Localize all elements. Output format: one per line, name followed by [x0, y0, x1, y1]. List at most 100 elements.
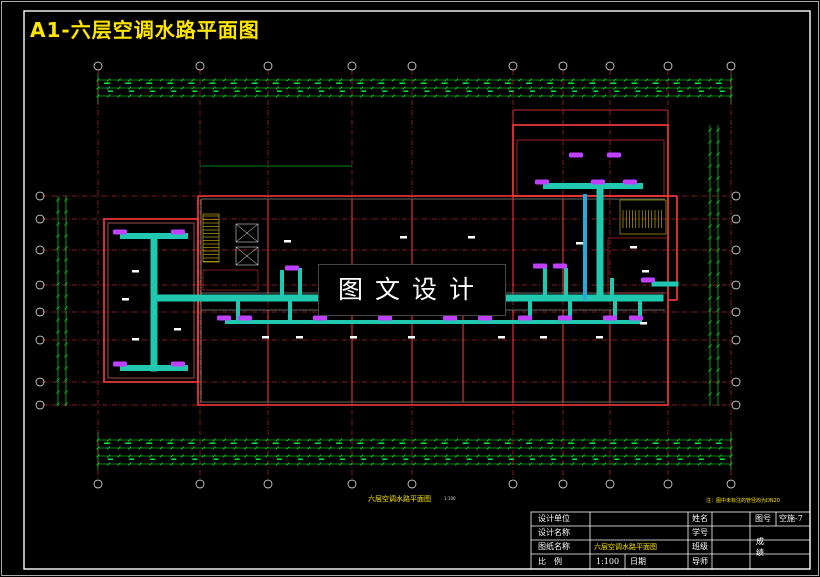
- dim-tick: [518, 94, 522, 98]
- dim-tick: [549, 86, 554, 90]
- dim-tick: [507, 462, 512, 466]
- tb-name-label: 姓名: [692, 514, 708, 523]
- dim-tick: [56, 366, 60, 370]
- dim-tick: [106, 86, 111, 90]
- dim-tick: [64, 198, 68, 202]
- dim-tick: [465, 78, 469, 82]
- dim-number-mark: [276, 458, 282, 460]
- dim-tick: [296, 78, 301, 82]
- pipe-label-mark: [596, 336, 603, 339]
- dim-tick: [687, 86, 691, 90]
- dim-tick: [307, 462, 311, 466]
- dim-number-mark: [403, 458, 409, 460]
- dim-tick: [117, 462, 121, 466]
- dim-tick: [644, 454, 649, 458]
- dim-tick: [433, 438, 438, 442]
- dim-number-mark: [209, 442, 216, 444]
- stairs-right: [607, 199, 669, 294]
- dim-tick: [708, 368, 712, 372]
- dim-number-mark: [125, 82, 132, 84]
- dim-tick: [708, 260, 712, 264]
- axis-bubble-right: [731, 280, 741, 290]
- dim-tick: [370, 94, 375, 98]
- dim-tick: [391, 454, 396, 458]
- axis-bubble-bottom: [508, 479, 518, 489]
- side-dimension-ticks: [56, 128, 720, 406]
- dim-number-mark: [420, 82, 427, 84]
- fan-coil-unit: [113, 229, 127, 235]
- dim-number-mark: [293, 82, 300, 84]
- pipe-label-mark: [498, 336, 505, 339]
- dim-tick: [676, 78, 680, 82]
- dim-tick: [423, 438, 427, 442]
- dim-tick: [265, 438, 269, 442]
- dim-tick: [117, 446, 121, 450]
- fan-coil-unit: [313, 315, 327, 321]
- dim-tick: [222, 446, 227, 450]
- dim-number-mark: [255, 90, 261, 92]
- dim-tick: [718, 454, 723, 458]
- dim-tick: [708, 344, 712, 348]
- pipe-label-mark: [540, 336, 547, 339]
- dim-number-mark: [466, 90, 472, 92]
- dim-tick: [275, 94, 280, 98]
- dim-tick: [64, 306, 68, 310]
- dim-number-mark: [361, 90, 367, 92]
- stairs-right-treads: [622, 210, 662, 228]
- axis-bubble-bottom: [347, 479, 357, 489]
- dim-tick: [665, 462, 670, 466]
- fan-coil-unit: [553, 263, 567, 269]
- dim-tick: [708, 128, 712, 132]
- dim-tick: [286, 454, 290, 458]
- dim-tick: [286, 446, 290, 450]
- dim-tick: [716, 164, 720, 168]
- dim-tick: [106, 94, 111, 98]
- dim-tick: [571, 462, 575, 466]
- dim-number-mark: [698, 90, 704, 92]
- axis-bubble-left: [35, 400, 45, 410]
- dim-tick: [149, 78, 153, 82]
- dim-tick: [497, 454, 501, 458]
- dim-tick: [149, 94, 153, 98]
- dim-tick: [170, 438, 174, 442]
- fan-coil-unit: [629, 315, 643, 321]
- dim-tick: [412, 94, 417, 98]
- dim-tick: [212, 454, 216, 458]
- dim-tick: [402, 78, 406, 82]
- dim-tick: [180, 462, 185, 466]
- dim-tick: [381, 78, 385, 82]
- dim-tick: [191, 454, 195, 458]
- dim-tick: [476, 462, 480, 466]
- tb-sheet-no-label: 图号: [755, 514, 771, 523]
- dim-tick: [222, 86, 227, 90]
- dim-tick: [328, 78, 332, 82]
- dim-tick: [592, 454, 596, 458]
- dim-tick: [423, 454, 427, 458]
- dim-number-mark: [150, 458, 156, 460]
- dim-tick: [317, 446, 322, 450]
- dim-tick: [117, 86, 121, 90]
- dim-tick: [602, 462, 607, 466]
- dim-number-mark: [694, 82, 701, 84]
- dim-number-mark: [656, 458, 662, 460]
- dim-tick: [212, 86, 216, 90]
- dim-number-mark: [129, 90, 135, 92]
- dim-tick: [444, 78, 448, 82]
- dim-tick: [159, 86, 164, 90]
- dim-tick: [716, 380, 720, 384]
- dim-tick: [708, 446, 712, 450]
- dim-number-mark: [255, 458, 261, 460]
- dim-tick: [275, 438, 280, 442]
- dim-number-mark: [382, 458, 388, 460]
- dim-tick: [687, 462, 691, 466]
- dim-tick: [391, 94, 396, 98]
- dim-tick: [254, 462, 258, 466]
- dim-tick: [465, 94, 469, 98]
- dim-tick: [360, 454, 364, 458]
- dim-tick: [486, 86, 491, 90]
- dim-tick: [581, 446, 586, 450]
- dim-tick: [117, 78, 121, 82]
- dim-tick: [676, 454, 680, 458]
- bottom-dimension-numbers: [104, 442, 725, 460]
- dim-tick: [454, 446, 459, 450]
